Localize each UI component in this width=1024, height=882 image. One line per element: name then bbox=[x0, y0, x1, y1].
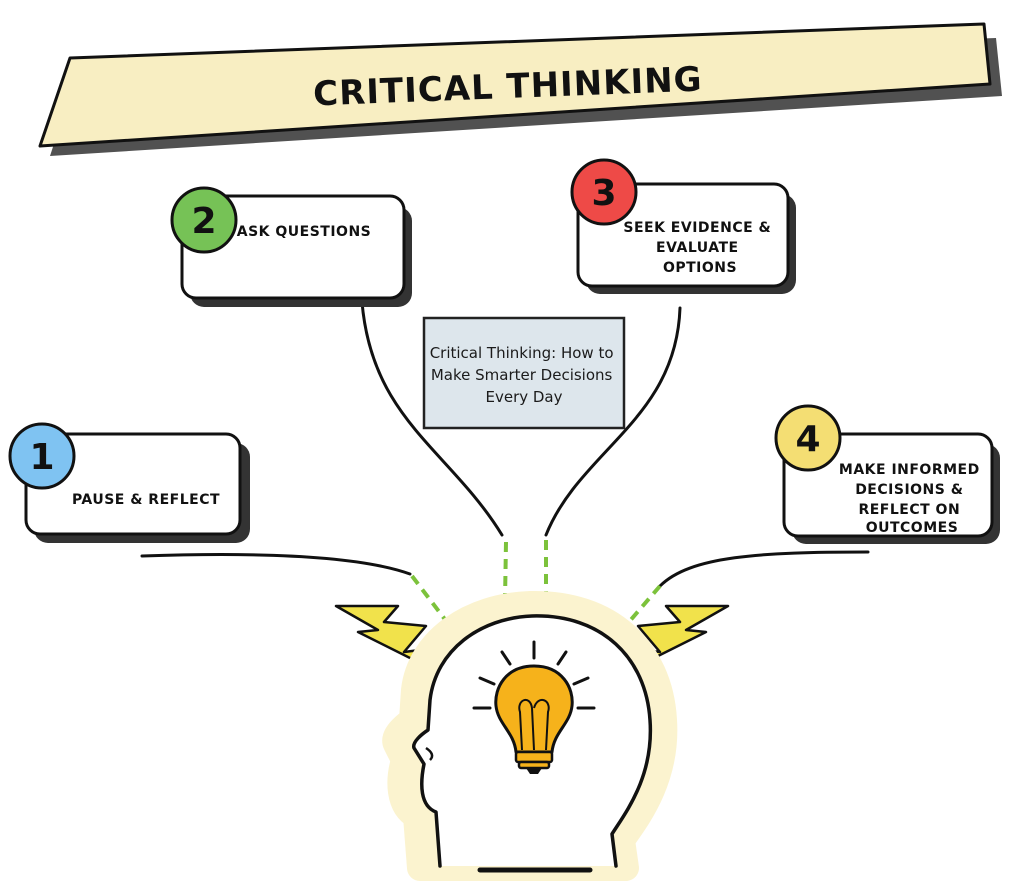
connector-lines bbox=[140, 300, 870, 588]
step-label-line: OPTIONS bbox=[663, 260, 737, 276]
caption-text: Critical Thinking: How to Make Smarter D… bbox=[430, 344, 619, 406]
caption-box: Critical Thinking: How to Make Smarter D… bbox=[422, 316, 626, 430]
connector-line-1 bbox=[140, 553, 412, 576]
step-label-line: PAUSE & REFLECT bbox=[72, 492, 220, 508]
dashed-connector-4 bbox=[620, 584, 662, 632]
step-card bbox=[782, 432, 994, 538]
step-card bbox=[180, 194, 406, 300]
step-1: 1 PAUSE & REFLECT bbox=[8, 422, 250, 543]
title-banner: CRITICAL THINKING bbox=[38, 22, 1002, 156]
connector-line-4 bbox=[658, 550, 870, 588]
step-label-line: EVALUATE bbox=[656, 240, 739, 256]
step-number: 1 bbox=[29, 437, 54, 478]
step-label-line: OUTCOMES bbox=[866, 520, 959, 536]
step-label-line: ASK QUESTIONS bbox=[237, 224, 372, 240]
step-label: PAUSE & REFLECT bbox=[72, 492, 220, 508]
step-badge bbox=[170, 186, 238, 254]
caption-line: Every Day bbox=[485, 388, 562, 406]
connector-line-2 bbox=[360, 300, 504, 537]
dashed-connector-2 bbox=[503, 541, 508, 601]
dashed-connectors bbox=[410, 540, 662, 632]
step-label: ASK QUESTIONS bbox=[237, 224, 372, 240]
caption-line: Critical Thinking: How to bbox=[430, 344, 614, 362]
step-3: 3 SEEK EVIDENCE & EVALUATE OPTIONS bbox=[570, 158, 796, 294]
step-label-line: REFLECT ON bbox=[858, 502, 960, 518]
step-badge bbox=[570, 158, 638, 226]
step-number: 3 bbox=[591, 173, 616, 214]
step-4: 4 MAKE INFORMED DECISIONS & REFLECT ON O… bbox=[774, 404, 1000, 544]
step-badge bbox=[774, 404, 842, 472]
caption-line: Make Smarter Decisions bbox=[431, 366, 613, 384]
banner-shape bbox=[38, 22, 992, 148]
step-number: 2 bbox=[191, 201, 216, 242]
step-label-line: SEEK EVIDENCE & bbox=[623, 220, 771, 236]
caption-box-shape bbox=[422, 316, 626, 430]
step-label: MAKE INFORMED DECISIONS & REFLECT ON OUT… bbox=[839, 462, 985, 536]
step-label: SEEK EVIDENCE & EVALUATE OPTIONS bbox=[623, 220, 776, 276]
dashed-connector-1 bbox=[410, 574, 452, 628]
step-2: 2 ASK QUESTIONS bbox=[170, 186, 412, 307]
step-label-line: DECISIONS & bbox=[855, 482, 963, 498]
step-label-line: MAKE INFORMED bbox=[839, 462, 980, 478]
step-badge bbox=[8, 422, 76, 490]
lightbulb-icon bbox=[472, 640, 596, 774]
step-number: 4 bbox=[795, 419, 820, 460]
connector-line-3 bbox=[544, 306, 682, 537]
